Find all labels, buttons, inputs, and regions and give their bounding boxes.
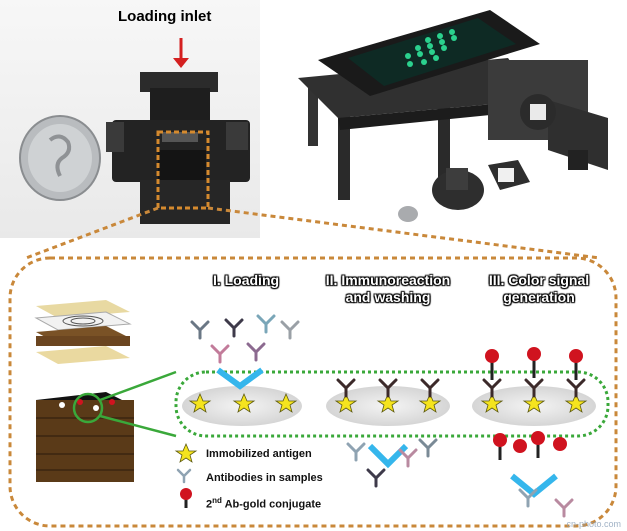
loading-inlet-label: Loading inlet [118, 8, 212, 25]
legend-antigen-label: Immobilized antigen [206, 448, 312, 460]
legend-gold-label: 2nd Ab-gold conjugate [206, 496, 322, 511]
watermark: cn-photo.com [566, 519, 621, 529]
paper-stack-exploded [34, 300, 132, 364]
cartridge-parts-image [398, 94, 556, 222]
step-color-signal-title: III. Color signal generation [488, 272, 590, 305]
legend-star-icon [174, 442, 198, 463]
reader-photo [278, 0, 627, 238]
legend-antibody-label: Antibodies in samples [206, 472, 323, 484]
step-loading-title: I. Loading [212, 272, 280, 288]
device-photo [0, 0, 260, 238]
step-immunoreaction-title: II. Immunoreaction and washing [325, 272, 451, 305]
coin-image [19, 115, 101, 201]
legend-antibody-icon [176, 468, 192, 484]
antibody-icons [190, 314, 586, 518]
detection-zone-outline [72, 370, 610, 438]
reader-stand-image [298, 58, 608, 200]
gold-conjugates [485, 347, 583, 460]
device-image [106, 72, 250, 224]
down-arrow-icon [173, 38, 189, 68]
zoom-callout-outline [8, 206, 618, 528]
smartphone-image [318, 10, 540, 96]
legend-icons [174, 442, 198, 508]
legend-gold-icon [180, 488, 192, 508]
zoom-box [156, 130, 210, 210]
paper-stack-assembled [36, 392, 134, 482]
